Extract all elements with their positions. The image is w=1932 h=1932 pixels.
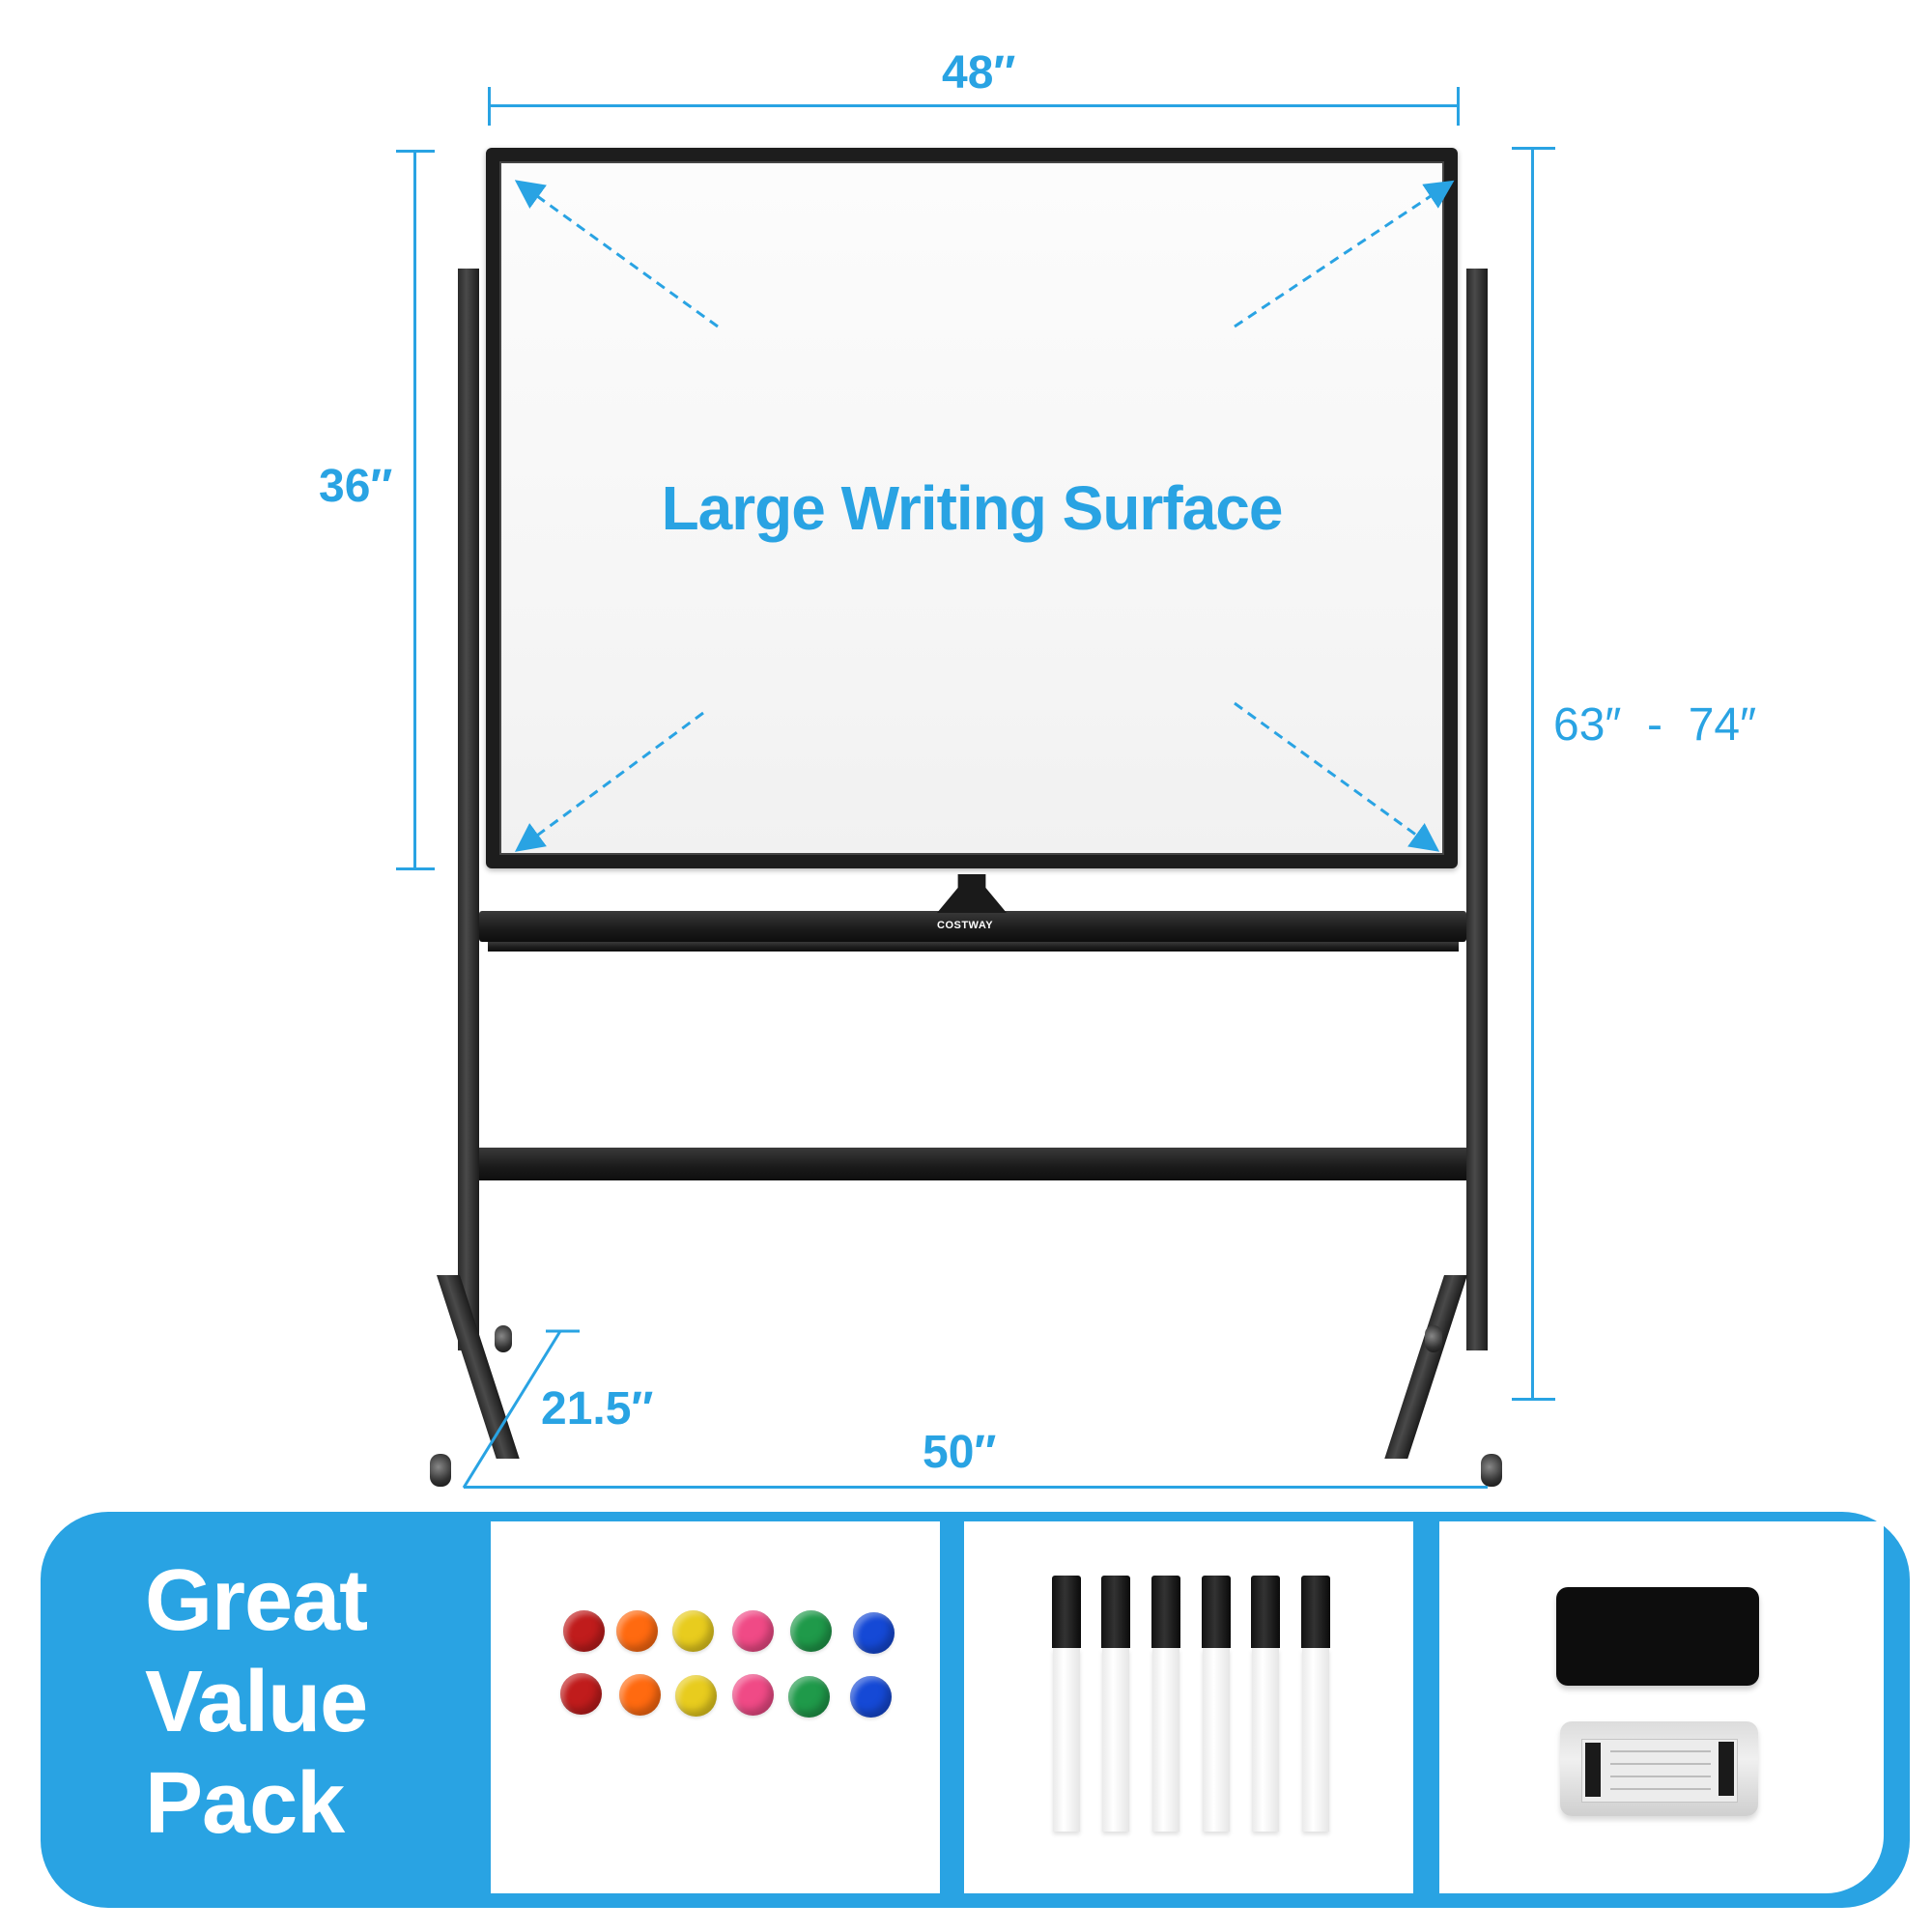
marker-icon — [1251, 1576, 1280, 1832]
dimension-line-overall-height — [1531, 147, 1534, 1401]
marker-tray-bar — [479, 911, 1466, 942]
dimension-label-board-width: 48″ — [942, 47, 1016, 99]
dimension-tick — [396, 150, 435, 153]
dimension-label-overall-height: 63″ - 74″ — [1553, 699, 1757, 751]
dimension-label-base-width: 50″ — [923, 1427, 997, 1478]
magnet-icon — [790, 1610, 832, 1652]
magnetic-eraser-icon — [1560, 1721, 1758, 1816]
stand-right-upright — [1466, 269, 1488, 1350]
panel-erasers — [1439, 1521, 1884, 1893]
marker-icon — [1202, 1576, 1231, 1832]
stand-left-upright — [458, 269, 479, 1350]
dimension-label-board-height: 36″ — [319, 461, 393, 512]
magnet-icon — [675, 1675, 717, 1717]
magnet-icon — [672, 1610, 714, 1652]
dimension-tick — [1512, 147, 1555, 150]
dimension-tick — [396, 867, 435, 870]
expand-arrows-icon — [514, 180, 1455, 852]
brand-logo: COSTWAY — [937, 920, 994, 931]
panel-markers — [964, 1521, 1413, 1893]
dimension-line-base-width — [464, 1486, 1488, 1489]
felt-eraser-icon — [1556, 1587, 1759, 1686]
marker-icon — [1301, 1576, 1330, 1832]
headline-large-writing-surface: Large Writing Surface — [661, 473, 1284, 543]
magnet-icon — [616, 1610, 658, 1652]
whiteboard-frame: Large Writing Surface — [486, 148, 1458, 868]
marker-icon — [1052, 1576, 1081, 1832]
dimension-line-width — [488, 104, 1459, 107]
magnet-icon — [788, 1676, 830, 1718]
magnet-icon — [853, 1612, 895, 1654]
writing-surface: Large Writing Surface — [499, 161, 1444, 855]
value-pack-label: Great Value Pack — [145, 1552, 368, 1852]
stand-lower-crossbar — [479, 1148, 1466, 1180]
dimension-tick — [1512, 1398, 1555, 1401]
dimension-line-board-height — [413, 150, 416, 869]
panel-magnets — [491, 1521, 940, 1893]
right-base-leg — [1384, 1275, 1467, 1459]
magnet-icon — [560, 1673, 602, 1715]
dimension-tick — [488, 87, 491, 126]
magnet-icon — [732, 1674, 774, 1716]
caster-wheel — [495, 1325, 512, 1352]
magnet-icon — [732, 1610, 774, 1652]
dimension-tick — [1457, 87, 1460, 126]
magnet-icon — [563, 1610, 605, 1652]
marker-tray-lip — [488, 942, 1459, 952]
caster-wheel — [1425, 1325, 1442, 1352]
caster-wheel — [1481, 1454, 1502, 1487]
magnet-icon — [619, 1674, 661, 1716]
marker-icon — [1151, 1576, 1180, 1832]
magnet-icon — [850, 1676, 892, 1718]
caster-wheel — [430, 1454, 451, 1487]
dimension-line-base-depth — [462, 1329, 580, 1489]
board-clamp — [937, 874, 1007, 913]
dimension-label-base-depth: 21.5″ — [541, 1383, 654, 1435]
marker-icon — [1101, 1576, 1130, 1832]
